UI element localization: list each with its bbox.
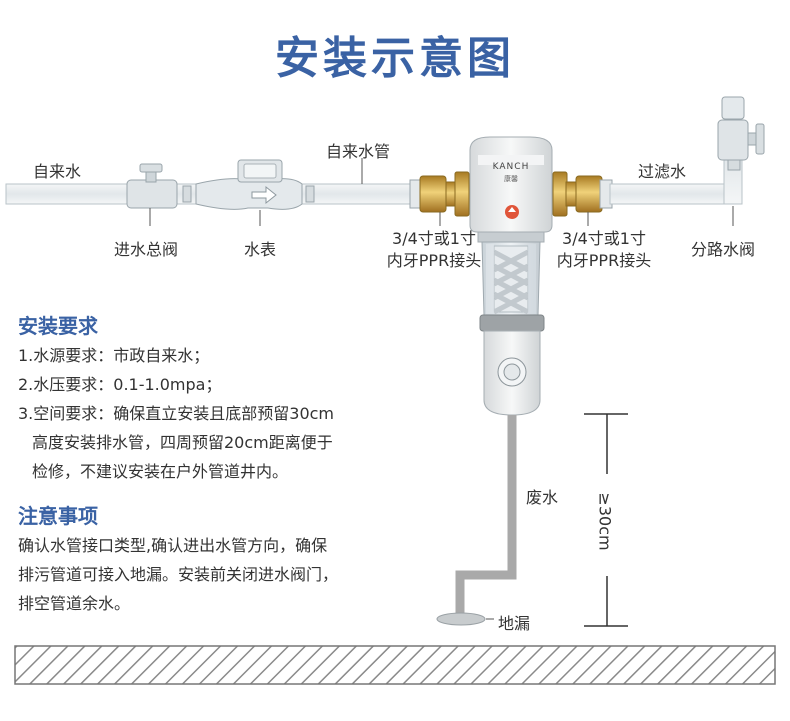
label-right-connector-line1: 3/4寸或1寸 (562, 229, 646, 248)
main-inlet-valve (126, 163, 178, 226)
label-left-connector-line2: 内牙PPR接头 (386, 251, 482, 270)
requirements-item: 高度安装排水管，四周预留20cm距离便于 (32, 433, 333, 452)
branch-valve (717, 96, 765, 226)
brand-logo-cn: 康馨 (470, 174, 552, 184)
requirements-heading: 安装要求 (18, 314, 98, 338)
brand-logo: KANCH (470, 162, 552, 172)
label-water-meter: 水表 (244, 240, 277, 259)
requirements-item: 检修，不建议安装在户外管道井内。 (32, 462, 289, 481)
label-right-connector: 3/4寸或1寸 内牙PPR接头 (544, 228, 664, 272)
pre-filter-unit (469, 136, 553, 416)
left-ppr-connector (409, 171, 470, 226)
label-right-connector-line2: 内牙PPR接头 (556, 251, 652, 270)
ground-hatch (14, 645, 776, 685)
notes-line: 确认水管接口类型,确认进出水管方向，确保 (18, 536, 328, 555)
notes-line: 排污管道可接入地漏。安装前关闭进水阀门， (18, 565, 339, 584)
label-floor-drain: 地漏 (498, 614, 531, 633)
right-ppr-connector (552, 171, 613, 226)
label-filtered-water: 过滤水 (638, 162, 687, 181)
notes-line: 排空管道余水。 (18, 594, 131, 613)
requirements-section: 安装要求 1.水源要求：市政自来水； 2.水压要求：0.1-1.0mpa； 3.… (18, 310, 438, 486)
requirements-item: 1.水源要求：市政自来水； (18, 346, 210, 365)
label-tap-water: 自来水 (33, 162, 82, 181)
label-height: ≥30cm (595, 492, 615, 551)
requirements-item: 3.空间要求：确保直立安装且底部预留30cm (18, 404, 335, 423)
label-waste-water: 废水 (526, 488, 559, 507)
brand-name: KANCH (492, 162, 530, 172)
notes-section: 注意事项 确认水管接口类型,确认进出水管方向，确保 排污管道可接入地漏。安装前关… (18, 500, 438, 618)
brand-name-cn: 康馨 (504, 175, 518, 183)
notes-heading: 注意事项 (18, 504, 98, 528)
floor-drain (436, 612, 494, 626)
page-title: 安装示意图 (275, 33, 515, 84)
label-main-inlet-valve: 进水总阀 (114, 240, 179, 259)
label-tap-water-pipe: 自来水管 (326, 142, 391, 161)
label-branch-valve: 分路水阀 (691, 240, 756, 259)
label-left-connector: 3/4寸或1寸 内牙PPR接头 (374, 228, 494, 272)
waste-water-pipe (455, 415, 517, 614)
requirements-item: 2.水压要求：0.1-1.0mpa； (18, 375, 222, 394)
label-left-connector-line1: 3/4寸或1寸 (392, 229, 476, 248)
height-dimension (584, 413, 628, 627)
water-meter (182, 159, 315, 226)
